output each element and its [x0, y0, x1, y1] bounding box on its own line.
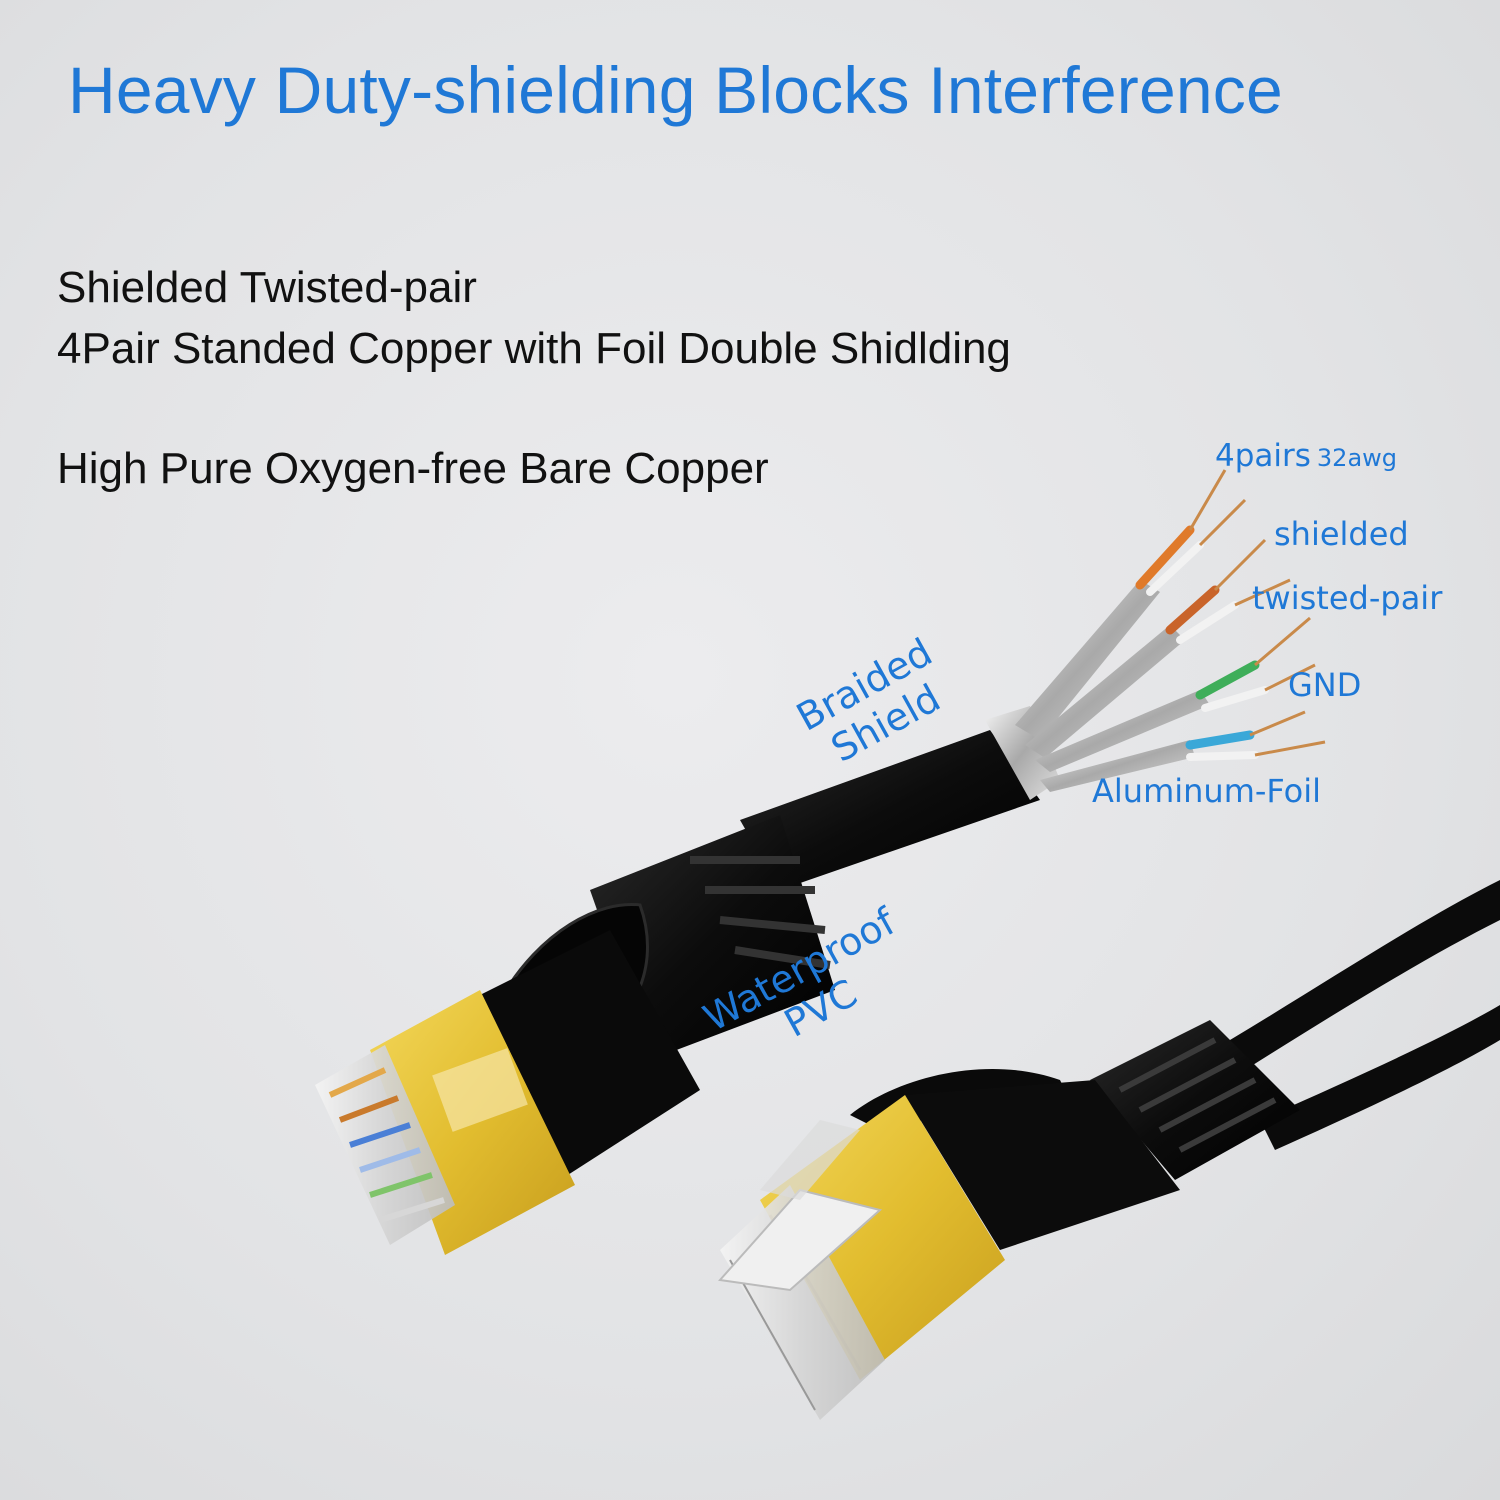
lower-boot	[1090, 1020, 1300, 1180]
upper-cable	[315, 706, 1060, 1255]
upper-boot	[590, 815, 835, 1060]
upper-plug-tip	[315, 1045, 455, 1245]
callout-shielded: shielded	[1274, 515, 1409, 553]
headline: Heavy Duty-shielding Blocks Interference	[68, 53, 1283, 127]
callout-four-pairs-label: 4pairs	[1215, 438, 1311, 474]
callout-twisted-pair: twisted-pair	[1252, 579, 1443, 617]
callout-aluminum-foil: Aluminum-Foil	[1092, 772, 1322, 810]
plug-contacts	[328, 1067, 445, 1223]
spec-shielded-twisted-pair: Shielded Twisted-pair	[57, 263, 477, 312]
wire-bundle-icon	[1015, 469, 1326, 792]
callout-gnd: GND	[1288, 666, 1362, 704]
spec-four-pair-copper: 4Pair Standed Copper with Foil Double Sh…	[57, 324, 1011, 373]
lower-cable	[718, 880, 1500, 1420]
callout-awg-label: 32awg	[1316, 444, 1398, 472]
flat-cable-icon	[740, 730, 1040, 890]
spec-oxygen-free-copper: High Pure Oxygen-free Bare Copper	[57, 444, 769, 493]
braided-shield-section	[985, 706, 1060, 800]
